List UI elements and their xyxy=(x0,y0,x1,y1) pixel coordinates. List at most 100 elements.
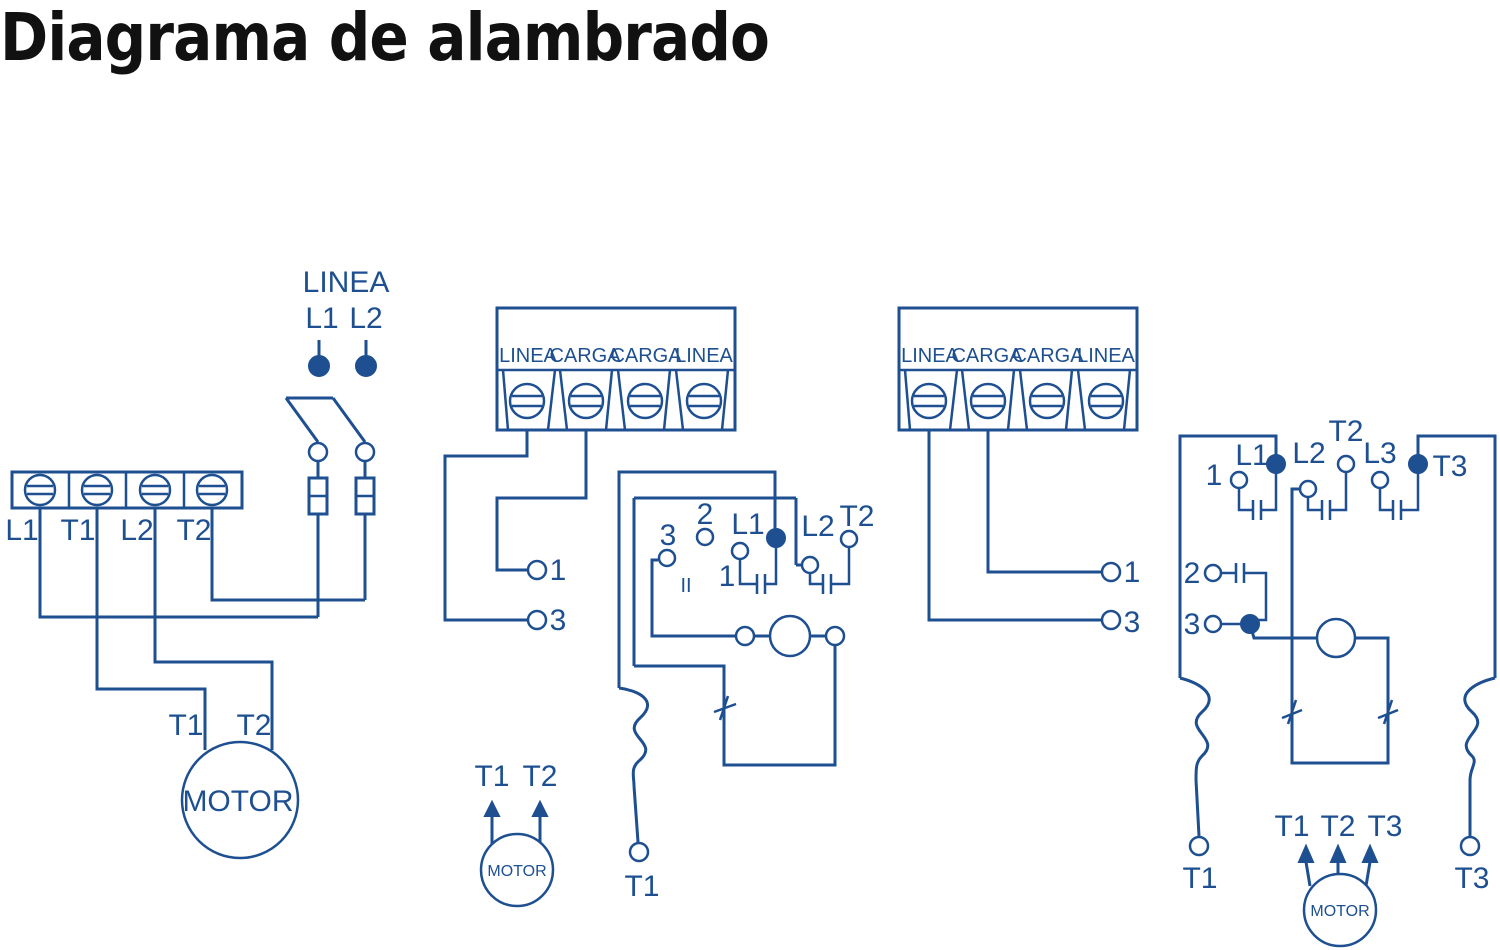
wiring-diagram-three-phase: L1 1 L2 T2 L3 T3 2 3 xyxy=(1178,415,1497,948)
switch-terminal-2 xyxy=(354,441,376,463)
ps2-3-label: 3 xyxy=(1184,608,1201,641)
block1-screw-3 xyxy=(626,382,664,420)
ps2-l1-label: L1 xyxy=(1235,439,1268,472)
ps2-heater-left xyxy=(1179,676,1211,781)
ps2-coil xyxy=(1315,617,1357,659)
page-title: Diagrama de alambrado xyxy=(0,0,770,76)
block2-screw-3 xyxy=(1028,382,1066,420)
terminal-strip-1 xyxy=(10,470,244,510)
ps1-l2-label: L2 xyxy=(801,510,834,543)
ps1-terminal-1 xyxy=(730,541,750,561)
ps1-coil-terminal-left xyxy=(734,625,756,647)
block1-linea-right-label: LINEA xyxy=(675,345,733,367)
block1-terminal-1-label: 1 xyxy=(550,554,567,587)
ps2-t2-label: T2 xyxy=(1328,415,1363,448)
ps2-overload-contact-1 xyxy=(1281,699,1303,725)
ps1-terminal-l2 xyxy=(800,555,820,575)
ps2-overload-contact-2 xyxy=(1377,699,1399,725)
block2-terminal-1 xyxy=(1100,561,1122,583)
ps1-output-t1 xyxy=(628,841,650,863)
motor-2-t1-label: T1 xyxy=(474,760,509,793)
screw-terminal-l1 xyxy=(23,473,57,507)
block2-terminal-1-label: 1 xyxy=(1124,556,1141,589)
motor-3-t3-label: T3 xyxy=(1367,810,1402,843)
ps2-2-label: 2 xyxy=(1184,557,1201,590)
line-l2-terminal xyxy=(355,355,377,377)
ps2-terminal-t3 xyxy=(1408,454,1428,474)
strip-t1-label: T1 xyxy=(60,514,95,547)
motor-2: T1 T2 MOTOR xyxy=(474,760,558,908)
ps2-1-label: 1 xyxy=(1206,459,1223,492)
motor-3-t1-label: T1 xyxy=(1274,810,1309,843)
pressure-switch-1: 3 2 L1 L2 T2 1 II xyxy=(617,470,875,903)
motor-1: MOTOR xyxy=(180,740,300,860)
ps2-terminal-l3 xyxy=(1370,470,1390,490)
ps2-t3-label: T3 xyxy=(1432,450,1467,483)
motor-3-t2-label: T2 xyxy=(1320,810,1355,843)
block2-screw-1 xyxy=(910,382,948,420)
motor-2-label: MOTOR xyxy=(487,863,546,880)
motor-t2-label: T2 xyxy=(236,709,271,742)
ps1-ii-label: II xyxy=(680,575,691,597)
ps1-l1-label: L1 xyxy=(731,508,764,541)
ps1-1-label: 1 xyxy=(719,560,736,593)
block2-screw-4 xyxy=(1087,382,1125,420)
ps1-terminal-t2 xyxy=(839,529,859,549)
block1-terminal-1 xyxy=(526,559,548,581)
ps2-output-t1-label: T1 xyxy=(1182,862,1217,895)
ps2-output-t1 xyxy=(1188,835,1210,857)
line-header-label: LINEA xyxy=(303,266,390,299)
ps2-heater-right xyxy=(1463,676,1496,781)
disconnect-switch xyxy=(284,396,367,443)
ps1-overload-contact xyxy=(713,695,737,721)
block2-screw-2 xyxy=(969,382,1007,420)
ps1-3-label: 3 xyxy=(660,519,677,552)
ps2-terminal-2 xyxy=(1203,563,1223,583)
block1-carga-right-label: CARGA xyxy=(610,345,682,367)
block1-carga-left-label: CARGA xyxy=(549,345,621,367)
line-l2-label: L2 xyxy=(349,302,382,335)
strip-l2-label: L2 xyxy=(120,514,153,547)
block1-screw-4 xyxy=(685,382,723,420)
motor-1-label: MOTOR xyxy=(182,785,293,818)
ps1-coil-terminal-right xyxy=(824,625,846,647)
block2-terminal-3-label: 3 xyxy=(1124,606,1141,639)
terminal-block-1: LINEA CARGA CARGA LINEA xyxy=(495,306,737,432)
block2-linea-right-label: LINEA xyxy=(1077,345,1135,367)
ps2-terminal-l2 xyxy=(1298,479,1318,499)
ps2-output-t3-label: T3 xyxy=(1454,862,1489,895)
ps2-terminal-l1 xyxy=(1266,454,1286,474)
screw-terminal-t2 xyxy=(195,473,229,507)
fuse-2 xyxy=(354,476,376,516)
block2-carga-left-label: CARGA xyxy=(951,345,1023,367)
block2-linea-left-label: LINEA xyxy=(901,345,959,367)
line-l1-label: L1 xyxy=(305,302,338,335)
block2-terminal-3 xyxy=(1100,609,1122,631)
ps2-l3-label: L3 xyxy=(1363,437,1396,470)
ps2-output-t3 xyxy=(1459,835,1481,857)
block1-screw-1 xyxy=(508,382,546,420)
motor-3: T1 T2 T3 MOTOR xyxy=(1274,810,1403,948)
fuse-1 xyxy=(307,476,329,516)
wiring-diagram-single-phase: LINEA L1 L2 xyxy=(5,266,390,860)
strip-t2-label: T2 xyxy=(176,514,211,547)
ps1-coil xyxy=(768,614,812,658)
ps1-terminal-3 xyxy=(657,548,677,568)
line-l1-terminal xyxy=(308,355,330,377)
motor-t1-label: T1 xyxy=(168,709,203,742)
wiring-diagram-block-1: LINEA CARGA CARGA LINEA 1 3 T1 T2 MOTOR xyxy=(443,306,875,908)
motor-3-label: MOTOR xyxy=(1310,903,1369,920)
motor-2-t2-label: T2 xyxy=(522,760,557,793)
screw-terminal-l2 xyxy=(138,473,172,507)
screw-terminal-t1 xyxy=(80,473,114,507)
ps1-2-label: 2 xyxy=(697,498,714,531)
ps1-terminal-2 xyxy=(695,527,715,547)
ps1-terminal-l1 xyxy=(766,528,786,548)
block2-carga-right-label: CARGA xyxy=(1012,345,1084,367)
block1-linea-left-label: LINEA xyxy=(499,345,557,367)
ps2-terminal-3 xyxy=(1203,614,1223,634)
switch-terminal-1 xyxy=(307,441,329,463)
strip-l1-label: L1 xyxy=(5,514,38,547)
ps1-heater xyxy=(618,686,649,787)
